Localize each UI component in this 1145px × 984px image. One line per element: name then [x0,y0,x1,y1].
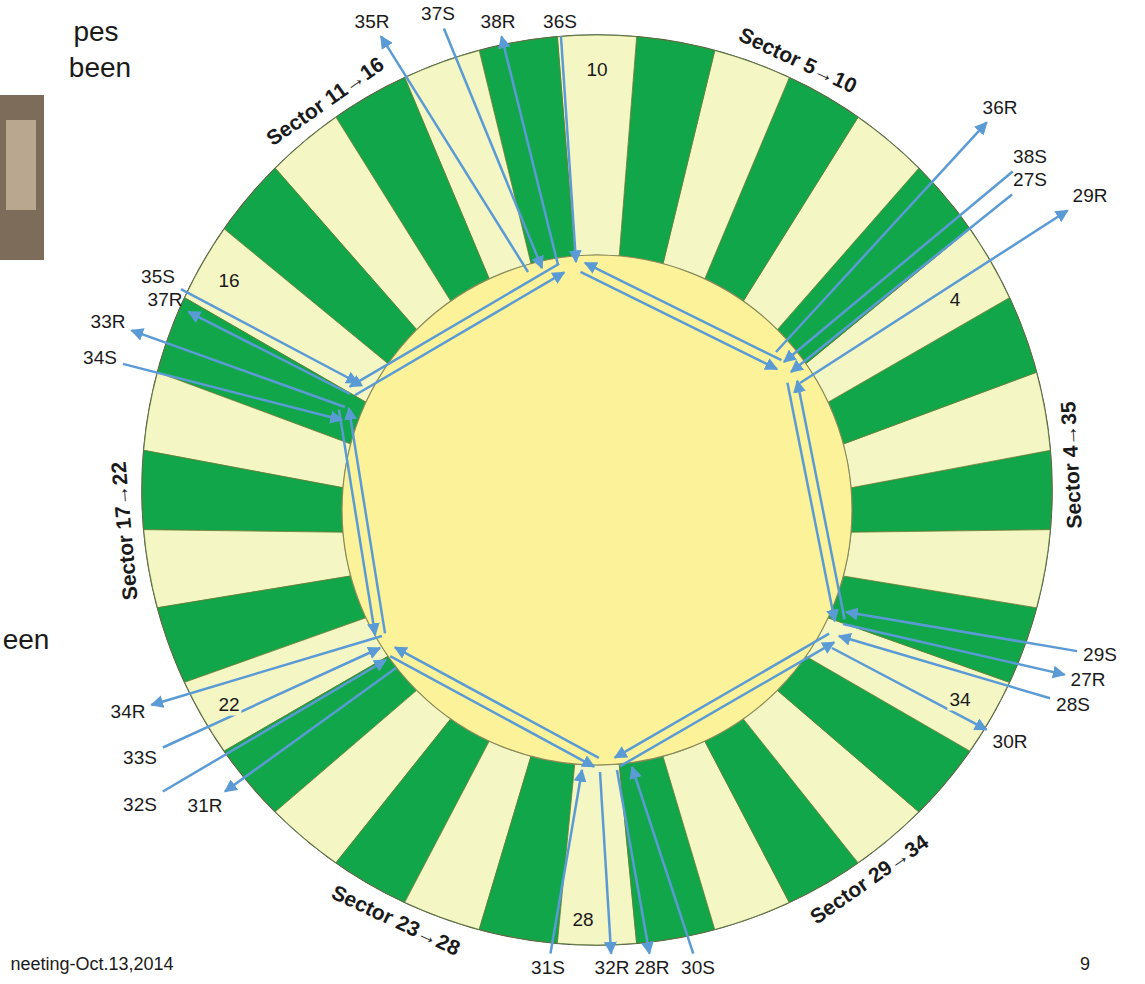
leader-arrow [163,648,380,748]
sector-wedge [843,530,1050,608]
footer-text: neeting-Oct.13,2014 [8,955,175,975]
pipe-label: 37S [419,4,457,25]
pipe-arrow [620,642,834,766]
pipe-label: 32S [121,795,159,816]
sector-number: 22 [216,695,241,716]
pipe-label: 37R [146,290,185,311]
pipe-label: 34S [81,348,119,369]
sector-wedge [142,450,343,532]
pipe-arrow [390,656,594,767]
leader-arrow [800,210,1068,383]
pipe-label: 28S [1054,695,1092,716]
sector-number: 28 [570,910,595,931]
pipe-label: 33S [121,748,159,769]
sector-number: 10 [584,60,609,81]
page-number: 9 [1078,955,1092,975]
leader-arrow [600,772,611,954]
pipe-label: 27R [1069,670,1108,691]
pipe-label: 34R [109,702,148,723]
leader-arrow [632,767,693,954]
pipe-label: 29R [1071,186,1110,207]
sector-label: Sector 29→34 [804,829,934,930]
leader-arrow [561,36,576,262]
sector-label: Sector 11→16 [260,51,389,151]
pipe-label: 31S [529,958,567,979]
sector-label: Sector 17→22 [106,459,141,603]
pipe-hexagon [339,263,845,767]
slide-text: een [1,625,52,656]
inner-disk [342,255,852,765]
pipe-label: 35S [139,267,177,288]
sector-wedges [142,35,1052,945]
pipe-label: 31R [186,796,225,817]
leader-arrow [791,194,1012,372]
leader-arrow [381,36,528,272]
leader-arrow [843,624,1065,675]
leader-arrow [832,648,987,730]
pipe-label: 33R [89,312,128,333]
pipe-arrow [395,647,599,758]
slide-text: been [67,53,133,84]
pipe-arrow [355,272,564,395]
outer-ring [142,35,1052,945]
sector-label: Sector 5→10 [734,22,863,98]
sector-label: Sector 4→35 [1056,399,1086,531]
sector-number: 4 [948,290,963,311]
pipe-arrow [797,381,844,619]
leader-arrow [131,330,345,407]
photo-fragment [6,120,36,210]
leader-arrow [617,770,649,954]
leader-arrow [776,122,987,352]
pipe-label: 36S [541,12,579,33]
leader-arrow [444,28,542,268]
pipe-arrow [615,634,829,758]
pipe-label: 35R [353,12,392,33]
sector-number: 34 [947,690,972,711]
pipe-arrow [581,272,777,369]
sector-label: Sector 23→28 [326,879,465,960]
sector-number: 16 [216,271,241,292]
leader-arrow [502,36,558,265]
leader-arrow [123,364,342,420]
pipe-label: 36R [981,98,1020,119]
pipe-arrow [585,263,781,360]
pipe-label: 38R [479,12,518,33]
pipe-label: 30R [991,732,1030,753]
leader-arrow [181,289,358,383]
pipe-label: 30S [679,958,717,979]
pipe-label: 27S [1011,170,1049,191]
leader-arrow [225,668,396,792]
pipe-arrow [339,410,375,635]
pipe-label: 32R [593,958,632,979]
pipe-label: 28R [633,958,672,979]
pipe-arrow [787,383,834,621]
pipe-arrow [350,264,559,387]
slide-text: pes [71,17,120,48]
pipe-label: 29S [1081,645,1119,666]
pipe-label: 38S [1011,147,1049,168]
leader-arrow [188,312,350,394]
leader-arrow [151,636,382,705]
photo-fragment [0,95,44,260]
pipe-arrow [349,408,385,633]
leader-arrow [163,660,386,791]
